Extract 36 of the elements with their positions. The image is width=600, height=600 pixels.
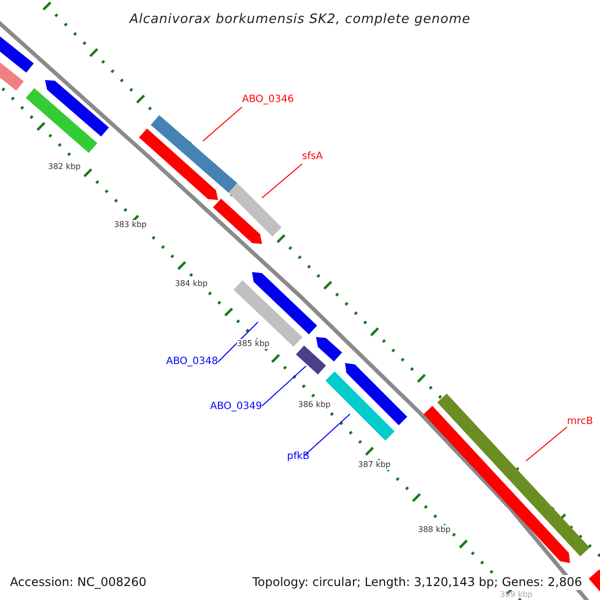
scale-label: 384 kbp	[175, 279, 208, 289]
footer-text: Topology: circular; Length: 3,120,143 bp; Genes: 2,806	[252, 575, 582, 590]
gene-bar	[0, 61, 24, 91]
leader-line	[218, 322, 258, 362]
leader-line	[526, 426, 568, 462]
gene-bar	[316, 337, 342, 362]
leader-line	[262, 366, 306, 406]
leader-line	[304, 414, 350, 456]
gene-bar	[234, 280, 302, 347]
gene-bar	[345, 363, 408, 426]
gene-label: ABO_0346	[242, 93, 294, 106]
gene-bar	[45, 80, 109, 137]
gene-bar	[26, 88, 98, 153]
gene-label: pfkB	[287, 450, 310, 463]
footer-text: Accession: NC_008260	[10, 575, 146, 590]
gene-bar	[150, 115, 238, 193]
gene-bar	[0, 35, 34, 73]
scale-label: 383 kbp	[114, 220, 147, 230]
scale-label: 389 kbp	[500, 590, 533, 600]
leader-line	[202, 106, 242, 142]
title: Alcanivorax borkumensis SK2, complete genome	[128, 11, 472, 29]
scale-label: 385 kbp	[237, 339, 270, 349]
gene-bar	[139, 128, 218, 200]
gene-bar	[212, 198, 262, 244]
scale-label: 382 kbp	[48, 162, 81, 172]
gene-label: mrcB	[567, 415, 593, 428]
gene-bar	[228, 183, 282, 237]
scale-label: 386 kbp	[298, 400, 331, 410]
scale-label: 387 kbp	[358, 460, 391, 470]
gene-label: sfsA	[302, 150, 323, 163]
gene-bar	[296, 346, 326, 374]
gene-bar	[252, 272, 318, 334]
scale-label: 388 kbp	[418, 525, 451, 535]
leader-line	[262, 164, 302, 198]
gene-label: ABO_0349	[210, 400, 262, 413]
gene-label: ABO_0348	[166, 355, 218, 368]
